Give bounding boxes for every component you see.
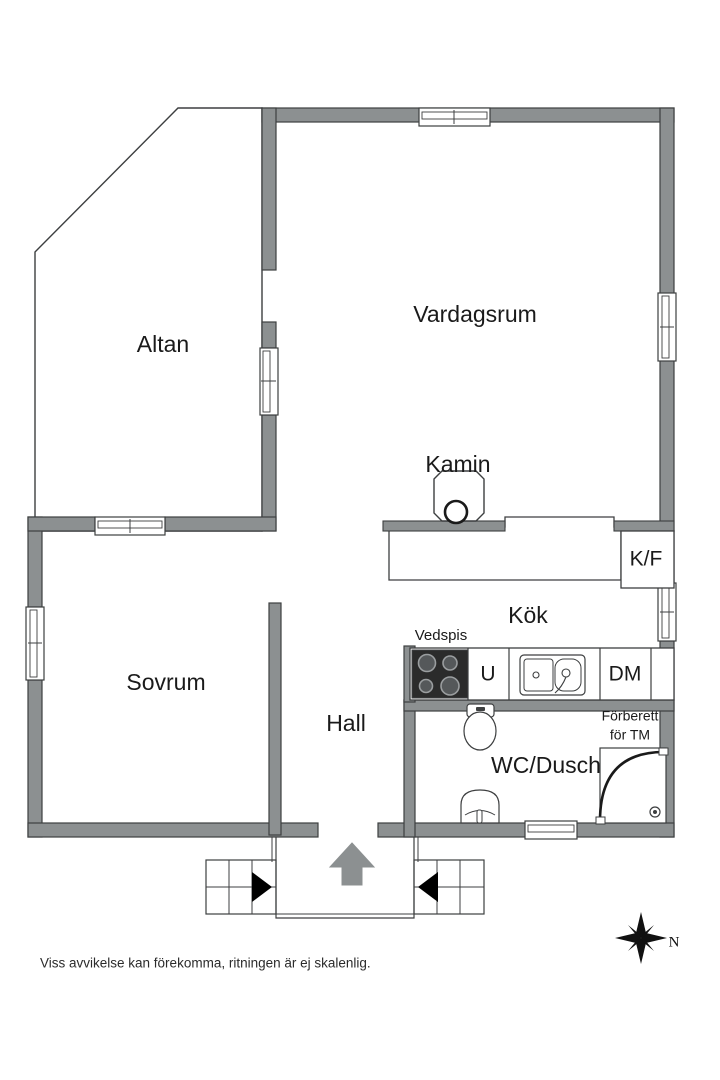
wall-altan-sovrum-a [27,516,96,532]
wall-right-upper [659,107,675,295]
compass-north-label: N [669,934,680,950]
altan-boundary [34,107,263,532]
windows [25,107,677,840]
wall-left-lower [27,679,43,838]
stove-burner-2-icon [442,655,458,671]
altan-outline [34,107,263,532]
fixture-labels: Kamin Vedspis K/F U DM [415,451,663,685]
wall-right-mid [659,359,675,532]
door-altan-vardagsrum[interactable] [259,347,279,416]
fireplace-flue-icon [443,499,469,525]
wc-fixtures [460,703,669,825]
up-arrow-icon [328,842,376,886]
window-altan-sovrum [94,516,166,536]
fixture-label-kf: K/F [630,548,663,571]
room-label-kok: Kök [508,602,548,628]
entry-swing-left-icon [252,872,272,902]
wall-sovrum-hall [268,602,282,836]
window-top-vardagsrum [418,107,491,127]
annotation-forberett-line2: för TM [610,727,650,743]
fixture-label-u: U [480,663,495,686]
stove-burner-1-icon [417,653,437,673]
compass-rose-icon: N [615,912,680,964]
fixture-label-vedspis: Vedspis [415,627,468,644]
wall-altan-vardagsrum-lower [261,414,277,532]
fixture-label-dm: DM [609,663,642,686]
interior-walls [27,107,675,838]
annotation-forberett: Förberett för TM [602,708,659,743]
room-label-sovrum: Sovrum [126,669,205,695]
kitchen-sink-icon [519,654,586,696]
window-right-kok [657,582,677,642]
wall-altan-vardagsrum-top [261,107,277,271]
kitchen-counter [409,647,675,701]
wall-bottom-left [27,822,319,838]
hearth-slab-left [382,520,506,532]
wall-altan-door-jamb-upper [261,321,277,349]
entry-landing [275,837,415,919]
wall-bottom-right-b [575,822,675,838]
wall-bottom-right-a [377,822,527,838]
window-left-sovrum [25,606,45,681]
kamin-and-counter-block [382,470,675,589]
washbasin-icon [460,789,500,824]
corner-shower-icon [595,747,669,825]
fixture-label-kamin: Kamin [425,451,490,477]
wall-hall-wc [403,699,416,838]
toilet-icon [463,703,497,751]
stove-burner-3-icon [418,678,434,694]
room-label-hall: Hall [326,710,366,736]
room-label-altan: Altan [137,331,189,357]
footer-disclaimer: Viss avvikelse kan förekomma, ritningen … [40,956,371,971]
stove-burner-4-icon [440,676,460,696]
room-labels: Altan Vardagsrum Sovrum Hall Kök WC/Dusc… [126,301,601,778]
entry-steps [205,837,485,919]
window-bottom-wc [524,820,578,840]
hearth-slab-right [613,520,675,532]
fridge-freezer-box [620,530,675,589]
room-label-vardagsrum: Vardagsrum [413,301,537,327]
entry-swing-right-icon [418,872,438,902]
room-label-wc-dusch: WC/Dusch [491,752,601,778]
window-right-vardagsrum [657,292,677,362]
annotation-forberett-line1: Förberett [602,708,659,724]
wall-altan-sovrum-b [164,516,277,532]
